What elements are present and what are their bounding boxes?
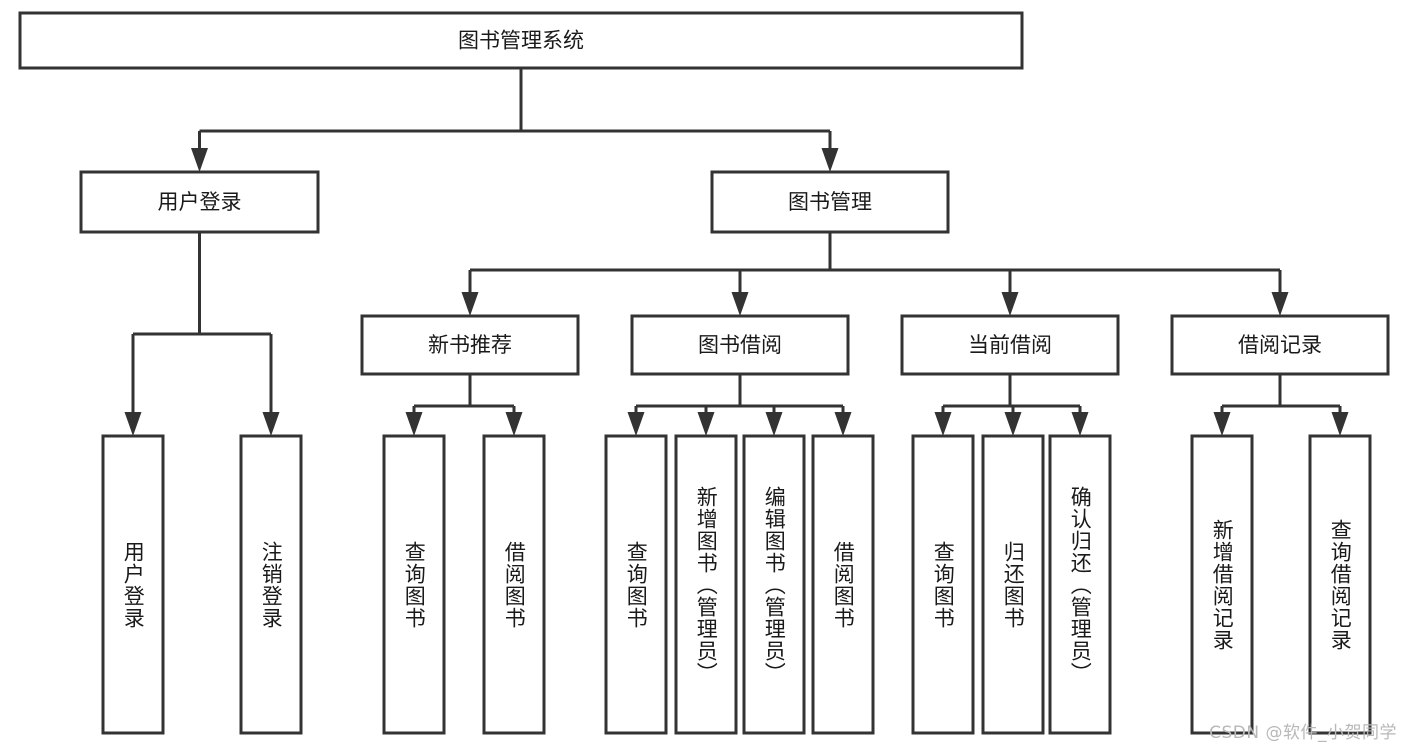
node-label: 用户登录 — [158, 190, 242, 214]
node-leaf-add-book[interactable] — [674, 434, 738, 735]
arrow-head-icon — [505, 412, 523, 436]
node-box[interactable] — [742, 434, 806, 735]
node-label: 图书管理 — [788, 190, 872, 214]
node-box[interactable] — [981, 434, 1045, 735]
arrow-head-icon — [1004, 412, 1022, 436]
node-leaf-edit-book[interactable] — [742, 434, 806, 735]
arrow-head-icon — [1331, 412, 1349, 436]
arrow-head-icon — [1001, 292, 1019, 316]
node-box[interactable] — [1190, 434, 1254, 735]
node-book-borrow[interactable]: 图书借阅 — [630, 314, 850, 376]
arrow-head-icon — [262, 412, 280, 436]
node-leaf-query-book-2[interactable] — [604, 434, 668, 735]
watermark-text: CSDN @软件_小贺同学 — [1209, 723, 1397, 743]
connector-group-book-manage — [461, 232, 1289, 316]
arrow-head-icon — [1271, 292, 1289, 316]
node-leaf-confirm-return[interactable] — [1048, 434, 1112, 735]
node-label: 图书管理系统 — [458, 29, 584, 53]
node-box[interactable] — [604, 434, 668, 735]
node-leaf-logout-login[interactable] — [239, 434, 303, 735]
arrow-head-icon — [461, 292, 479, 316]
arrow-head-icon — [405, 412, 423, 436]
arrow-head-icon — [821, 148, 839, 172]
node-box[interactable] — [1170, 314, 1390, 376]
node-box[interactable] — [382, 434, 446, 735]
node-box[interactable] — [811, 434, 875, 735]
arrow-head-icon — [765, 412, 783, 436]
arrow-head-icon — [697, 412, 715, 436]
arrow-head-icon — [1213, 412, 1231, 436]
connector-group-user-login — [124, 232, 280, 436]
node-box[interactable] — [79, 170, 320, 234]
node-box[interactable] — [710, 170, 950, 234]
node-leaf-query-record[interactable] — [1308, 434, 1372, 735]
node-leaf-query-book-1[interactable] — [382, 434, 446, 735]
node-leaf-user-login[interactable] — [101, 434, 165, 735]
node-leaf-query-book-3[interactable] — [911, 434, 975, 735]
node-box[interactable] — [630, 314, 850, 376]
node-box[interactable] — [360, 314, 580, 376]
node-leaf-add-record[interactable] — [1190, 434, 1254, 735]
connector-layer — [124, 68, 1349, 436]
node-label: 图书借阅 — [698, 333, 782, 357]
node-leaf-return-book[interactable] — [981, 434, 1045, 735]
connector-group-borrow-record — [1213, 374, 1349, 436]
node-box[interactable] — [1048, 434, 1112, 735]
node-current-borrow[interactable]: 当前借阅 — [900, 314, 1120, 376]
arrow-head-icon — [124, 412, 142, 436]
node-box[interactable] — [482, 434, 546, 735]
node-box[interactable] — [101, 434, 165, 735]
arrow-head-icon — [191, 148, 208, 172]
connector-group-current-borrow — [934, 374, 1089, 436]
node-label: 新书推荐 — [428, 333, 512, 357]
connector-group-book-borrow — [627, 374, 852, 436]
connector-group-root — [191, 68, 839, 172]
node-box[interactable] — [900, 314, 1120, 376]
arrow-head-icon — [1071, 412, 1089, 436]
node-borrow-record[interactable]: 借阅记录 — [1170, 314, 1390, 376]
node-box[interactable] — [674, 434, 738, 735]
arrow-head-icon — [731, 292, 749, 316]
arrow-head-icon — [627, 412, 645, 436]
node-label: 借阅记录 — [1238, 333, 1322, 357]
node-label: 当前借阅 — [968, 333, 1052, 357]
node-box[interactable] — [239, 434, 303, 735]
node-leaf-borrow-book-1[interactable] — [482, 434, 546, 735]
node-box[interactable] — [1308, 434, 1372, 735]
node-book-manage[interactable]: 图书管理 — [710, 170, 950, 234]
node-box[interactable] — [911, 434, 975, 735]
connector-group-new-book-rec — [405, 374, 523, 436]
arrow-head-icon — [834, 412, 852, 436]
node-leaf-borrow-book-2[interactable] — [811, 434, 875, 735]
node-root[interactable]: 图书管理系统 — [18, 11, 1024, 70]
node-new-book-rec[interactable]: 新书推荐 — [360, 314, 580, 376]
node-user-login[interactable]: 用户登录 — [79, 170, 320, 234]
arrow-head-icon — [934, 412, 952, 436]
node-box[interactable] — [18, 11, 1024, 70]
